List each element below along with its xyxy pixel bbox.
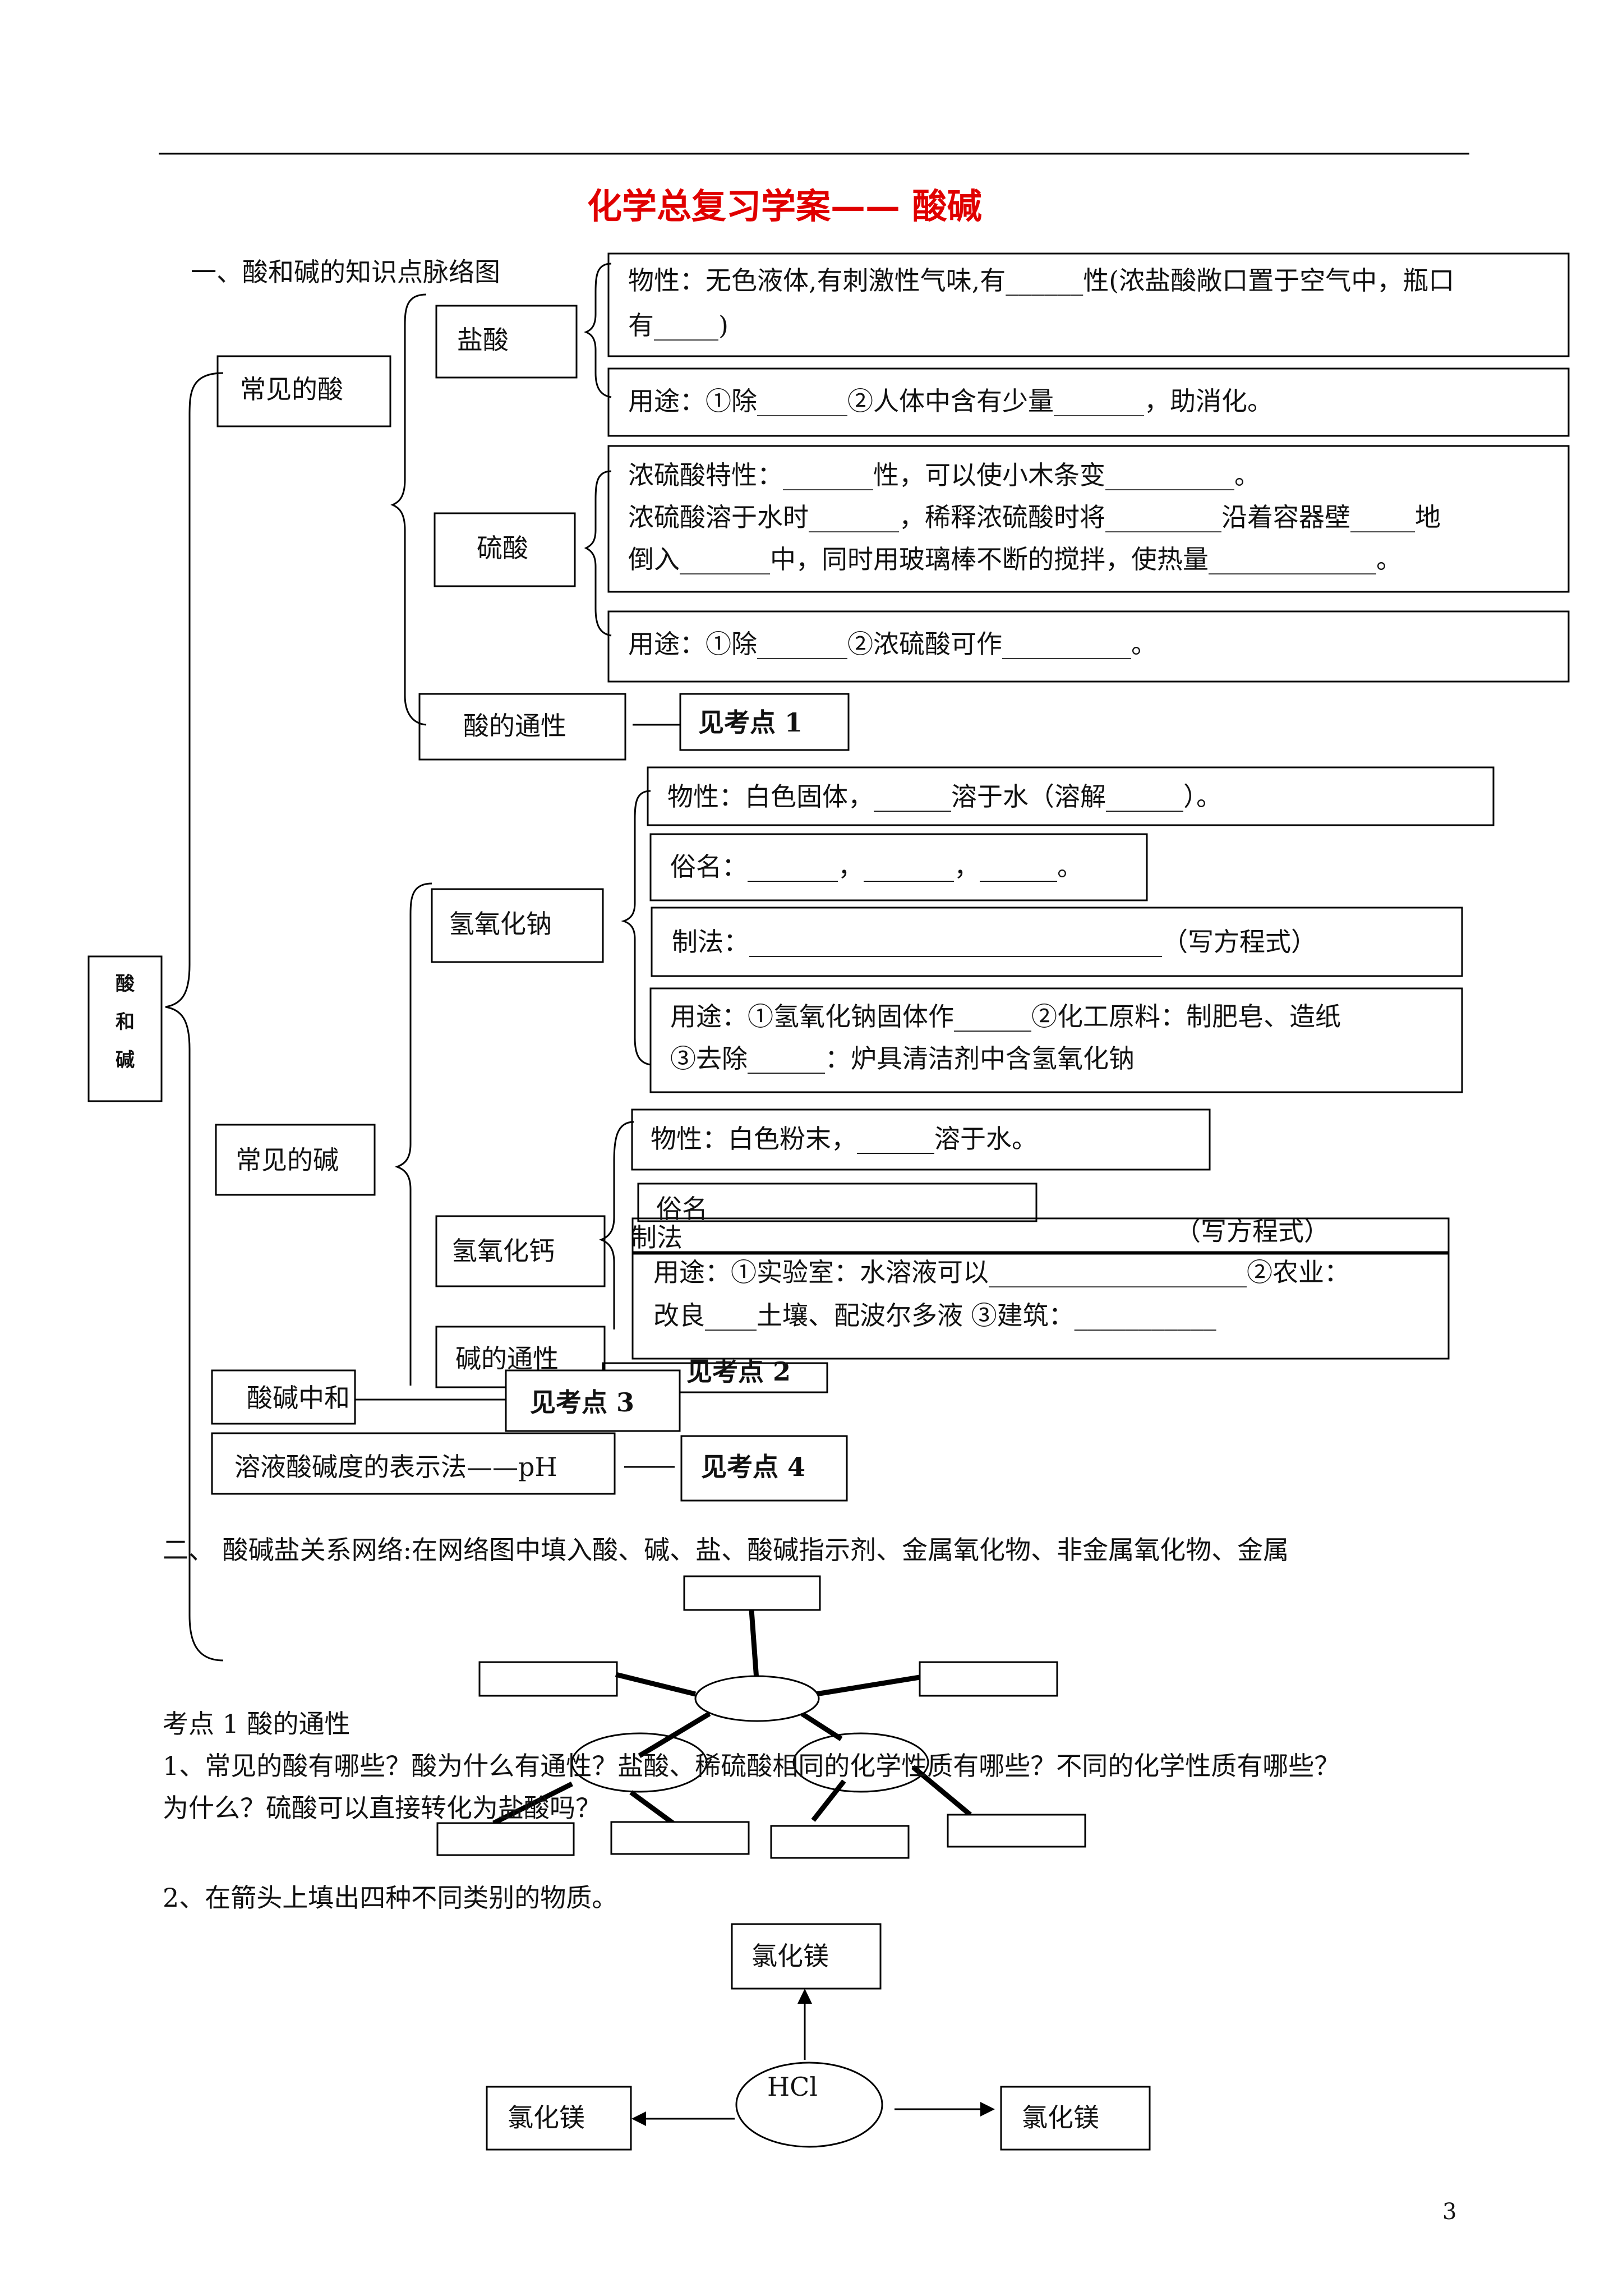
root-box (87, 955, 163, 1102)
naoh-uses-line2: ③去除______：炉具清洁剂中含氢氧化钠 (670, 1043, 1135, 1074)
network-right-ellipse (792, 1732, 929, 1793)
h2so4-label: 硫酸 (477, 533, 528, 563)
caoh2-prep-box (631, 1217, 1450, 1253)
naoh-prep: 制法：________________________________（写方程式… (672, 927, 1317, 957)
bases-box (215, 1124, 376, 1196)
caoh2-label: 氢氧化钙 (451, 1236, 555, 1266)
naoh-uses-box (649, 987, 1463, 1093)
root-brace (165, 372, 224, 1662)
hcl-label: 盐酸 (457, 325, 509, 355)
hcl-right-box (1000, 2086, 1151, 2151)
neutral-ref-box (505, 1369, 681, 1432)
h2so4-uses: 用途：①除_______②浓硫酸可作__________。 (628, 629, 1157, 659)
acid-general-box (418, 693, 626, 761)
neutral-box (211, 1369, 356, 1425)
network-box-1 (436, 1822, 575, 1856)
ph-label: 溶液酸碱度的表示法——pH (234, 1452, 557, 1482)
h2so4-props-line1: 浓硫酸特性：_______性，可以使小木条变__________。 (628, 460, 1260, 490)
hcl-brace (583, 263, 612, 398)
hcl-diagram (486, 1923, 1151, 2151)
hcl-box (435, 305, 578, 379)
network-center-ellipse (694, 1675, 820, 1722)
h2so4-props-box (607, 445, 1570, 593)
caoh2-uses-line2: 改良____土壤、配波尔多液 ③建筑：___________ (653, 1300, 1216, 1331)
acid-brace (390, 293, 427, 726)
network-left-ellipse (571, 1732, 708, 1793)
base-general-label: 碱的通性 (455, 1343, 559, 1374)
section1-heading: 一、酸和碱的知识点脉络图 (191, 257, 500, 287)
hcl-props-box (607, 252, 1570, 357)
naoh-props-box (647, 766, 1495, 826)
ph-ref-box (680, 1435, 848, 1502)
network-box-4 (947, 1814, 1086, 1848)
hcl-props-line1: 物性：无色液体,有刺激性气味,有______性(浓盐酸敞口置于空气中，瓶口 (628, 265, 1455, 296)
ph-ref: 见考点 4 (701, 1452, 806, 1482)
point1-q1-line1: 1、常见的酸有哪些？酸为什么有通性？盐酸、稀硫酸相同的化学性质有哪些？不同的化学… (163, 1751, 1340, 1781)
base-brace (394, 882, 432, 1386)
hcl-center-ellipse (735, 2062, 883, 2148)
section2-heading: 二、 酸碱盐关系网络:在网络图中填入酸、碱、盐、酸碱指示剂、金属氧化物、非金属氧… (163, 1535, 1289, 1565)
hcl-uses: 用途：①除_______②人体中含有少量_______，助消化。 (628, 386, 1273, 416)
caoh2-props: 物性：白色粉末，______溶于水。 (651, 1124, 1038, 1154)
acids-label: 常见的酸 (240, 374, 343, 404)
network-right-box (919, 1661, 1058, 1697)
neutral-label: 酸碱中和 (247, 1383, 350, 1413)
hcl-left-box (486, 2086, 632, 2151)
h2so4-props-line2: 浓硫酸溶于水时_______，稀释浓硫酸时将_________沿着容器壁____… (628, 502, 1441, 532)
hcl-uses-box (607, 367, 1570, 437)
point1-heading: 考点 1 酸的通性 (163, 1709, 351, 1739)
caoh2-uses-box (631, 1253, 1450, 1360)
naoh-label: 氢氧化钠 (449, 909, 552, 939)
acid-ref-box (679, 693, 850, 751)
hcl-right-label: 氯化镁 (1022, 2102, 1099, 2133)
ph-box (211, 1432, 616, 1495)
network-box-3 (770, 1825, 910, 1859)
page-title: 化学总复习学案—— 酸碱 (587, 186, 982, 227)
h2so4-brace (584, 470, 612, 637)
caoh2-prep-note: （写方程式） (1175, 1216, 1330, 1246)
caoh2-brace (598, 1121, 634, 1329)
naoh-prep-box (651, 907, 1463, 977)
acid-general-label: 酸的通性 (463, 711, 566, 741)
network-diagram (436, 1575, 1086, 1859)
network-left-box (478, 1661, 618, 1697)
h2so4-props-line3: 倒入_______中，同时用玻璃棒不断的搅拌，使热量_____________。 (628, 544, 1402, 574)
naoh-uses-line1: 用途：①氢氧化钠固体作______②化工原料：制肥皂、造纸 (670, 1001, 1341, 1032)
caoh2-prep: 制法 (631, 1222, 683, 1253)
network-box-2 (610, 1821, 750, 1855)
naoh-props: 物性：白色固体，______溶于水（溶解______）。 (667, 781, 1222, 812)
caoh2-names: 俗名 (656, 1194, 708, 1224)
h2so4-box (434, 512, 576, 587)
hcl-top-label: 氯化镁 (751, 1941, 829, 1971)
root-label: 酸 和 碱 (116, 973, 135, 1071)
caoh2-uses-line1: 用途：①实验室：水溶液可以____________________②农业： (653, 1257, 1350, 1287)
point1-q1-line2: 为什么？硫酸可以直接转化为盐酸吗？ (163, 1793, 601, 1823)
hcl-top-box (731, 1923, 882, 1990)
naoh-box (431, 888, 604, 963)
hcl-props-line2: 有_____) (628, 310, 728, 341)
naoh-names: 俗名：_______，_______，______。 (670, 852, 1083, 882)
naoh-names-box (649, 833, 1148, 901)
acid-general-ref: 见考点 1 (698, 707, 803, 738)
acids-box (216, 355, 391, 427)
bases-label: 常见的碱 (236, 1145, 339, 1175)
hcl-left-label: 氯化镁 (508, 2102, 585, 2133)
point1-q2: 2、在箭头上填出四种不同类别的物质。 (163, 1883, 618, 1913)
h2so4-uses-box (607, 610, 1570, 683)
network-top-box (683, 1575, 821, 1611)
base-general-ref: 见考点 2 (686, 1356, 791, 1387)
neutral-ref: 见考点 3 (530, 1387, 635, 1418)
hcl-center-label: HCl (767, 2072, 818, 2102)
page-number: 3 (1442, 2199, 1457, 2225)
caoh2-names-box (637, 1182, 1038, 1222)
caoh2-box (435, 1215, 606, 1287)
caoh2-props-box (631, 1108, 1211, 1171)
naoh-brace (621, 790, 651, 1066)
